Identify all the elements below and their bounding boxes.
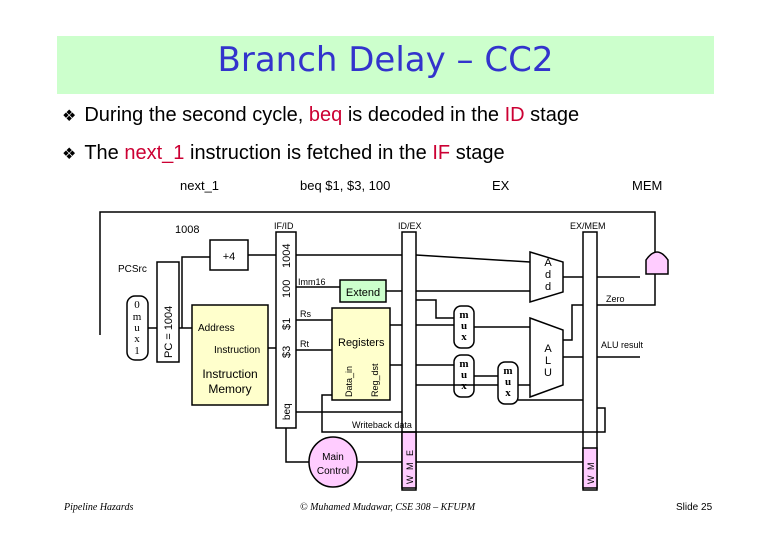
- im-title-line2: Memory: [208, 382, 251, 396]
- writeback-label: Writeback data: [352, 420, 412, 430]
- ifid-beq-value: beq: [282, 403, 293, 420]
- stage-label-if: next_1: [180, 178, 219, 193]
- im-instruction-label: Instruction: [214, 345, 260, 356]
- pcsrc-label: PCSrc: [118, 264, 147, 275]
- plus4-label: +4: [223, 251, 236, 263]
- slide-title: Branch Delay – CC2: [217, 40, 554, 80]
- writeback-wire: [321, 394, 606, 433]
- footer-center: © Muhamed Mudawar, CSE 308 – KFUPM: [300, 502, 476, 513]
- data-in-label: Data_in: [344, 366, 354, 397]
- instruction-memory: [191, 304, 269, 406]
- bullet-1: ❖During the second cycle, beq is decoded…: [62, 104, 580, 126]
- idex-ctrl-e: E: [405, 450, 415, 456]
- result-mux-x: x: [505, 387, 511, 399]
- idex-register: [401, 231, 417, 491]
- pc-mux-1: 1: [134, 345, 140, 357]
- bullet-2: ❖The next_1 instruction is fetched in th…: [62, 142, 505, 164]
- alu-a: A: [544, 343, 552, 355]
- zero-label: Zero: [606, 294, 625, 304]
- ifid-rt-value: $3: [281, 346, 293, 358]
- alusrc-mux-u: u: [461, 320, 467, 332]
- main-control-line2: Control: [317, 466, 349, 477]
- idex-ctrl-w: W: [405, 475, 415, 484]
- im-address-label: Address: [198, 323, 235, 334]
- ifid-label: IF/ID: [274, 221, 294, 231]
- wire: [415, 254, 531, 263]
- branch-target-adder: [529, 250, 564, 304]
- register-file: [331, 307, 391, 401]
- wire: [416, 299, 454, 319]
- pc-value: PC = 1004: [163, 306, 175, 358]
- stage-label-id: beq $1, $3, 100: [300, 178, 390, 193]
- main-control-line1: Main: [322, 452, 344, 463]
- idex-label: ID/EX: [398, 221, 422, 231]
- result-mux: [497, 361, 519, 405]
- alu-l: L: [545, 355, 551, 367]
- alu-result-label: ALU result: [601, 340, 644, 350]
- title-band: Branch Delay – CC2: [57, 36, 714, 94]
- pcsrc-feedback-wire: [99, 211, 656, 335]
- footer-slide-number: Slide 25: [676, 502, 713, 513]
- wire: [285, 428, 309, 463]
- exmem-ctrl-m: M: [586, 463, 596, 471]
- exmem-label: EX/MEM: [570, 221, 606, 231]
- alu-u: U: [544, 367, 552, 379]
- wire: [563, 304, 583, 341]
- alu: [529, 316, 564, 399]
- regdst-mux-x: x: [461, 380, 467, 392]
- pc-register: [156, 261, 180, 363]
- alusrc-mux-x: x: [461, 331, 467, 343]
- pc-mux-0: 0: [134, 299, 140, 311]
- rt-label: Rt: [300, 339, 309, 349]
- rs-label: Rs: [300, 309, 311, 319]
- stage-label-ex: EX: [492, 178, 510, 193]
- exmem-ctrl-w: W: [586, 475, 596, 484]
- exmem-register: [582, 231, 598, 491]
- im-title-line1: Instruction: [202, 367, 257, 381]
- regdst-mux-m: m: [459, 358, 468, 370]
- ifid-pc-value: 1004: [281, 244, 293, 268]
- imm16-label: Imm16: [298, 277, 326, 287]
- bullet-diamond-icon: ❖: [62, 146, 77, 163]
- pc-mux-x: x: [134, 333, 140, 345]
- wire: [181, 256, 210, 328]
- add-d1: d: [545, 269, 551, 281]
- pc-mux-m: m: [133, 311, 142, 323]
- pc-next-value: 1008: [175, 224, 199, 236]
- exmem-control-field: [582, 447, 598, 489]
- ifid-imm-value: 100: [281, 280, 293, 298]
- registers-label: Registers: [338, 337, 385, 349]
- add-d2: d: [545, 281, 551, 293]
- footer-left: Pipeline Hazards: [64, 502, 134, 513]
- pc-increment-adder: [209, 239, 249, 271]
- bullet-diamond-icon: ❖: [62, 108, 77, 125]
- stage-label-mem: MEM: [632, 178, 662, 193]
- extend-label: Extend: [346, 287, 380, 299]
- idex-ctrl-m: M: [405, 463, 415, 471]
- branch-and-gate: [645, 251, 669, 275]
- result-mux-u: u: [505, 376, 511, 388]
- reg-dst-label: Reg_dst: [370, 363, 380, 397]
- ifid-rs-value: $1: [281, 318, 293, 330]
- alusrc-mux-m: m: [459, 309, 468, 321]
- result-mux-m: m: [503, 365, 512, 377]
- pc-mux-u: u: [134, 322, 140, 334]
- regdst-mux-u: u: [461, 369, 467, 381]
- add-a: A: [544, 257, 552, 269]
